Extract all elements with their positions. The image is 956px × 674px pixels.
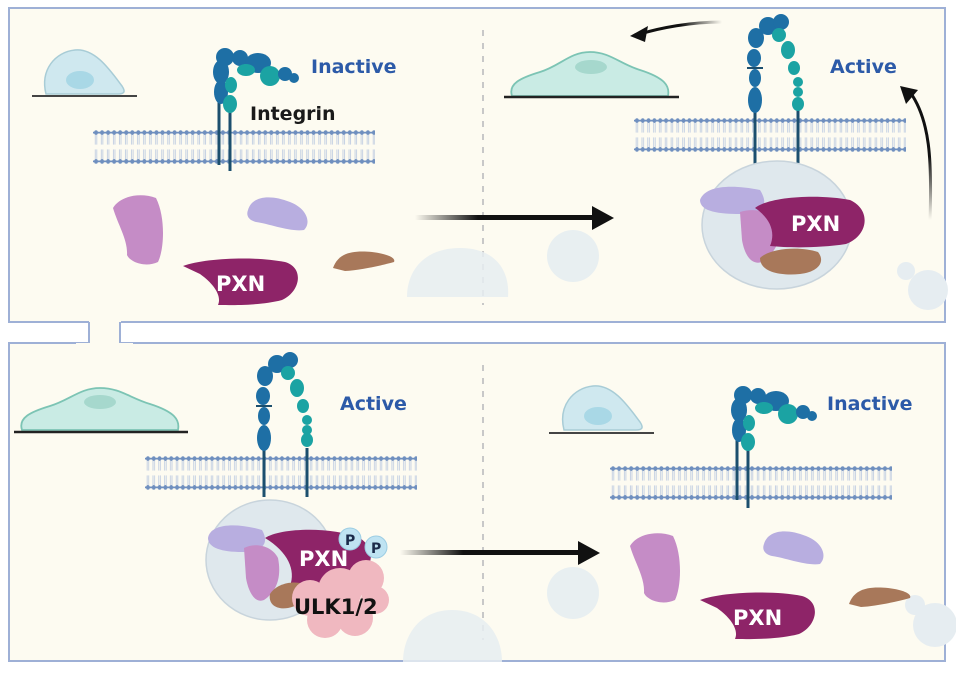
pxn-protein-free: PXN [700, 592, 815, 640]
bubble-icon [547, 230, 599, 282]
pxn-label-top-left: PXN [216, 272, 265, 296]
lavender-protein-icon [763, 531, 824, 565]
bubble-icon [407, 248, 509, 297]
focal-adhesion-complex-phosphorylated: PXN ULK1/2 P P [205, 499, 389, 638]
round-cell-icon [32, 49, 137, 97]
focal-adhesion-complex: PXN [700, 160, 865, 290]
transition-arrow-top [415, 206, 614, 230]
bubble-icon [897, 262, 915, 280]
transition-arrow-bottom [400, 541, 600, 565]
bubble-icon [547, 567, 599, 619]
phospho-group-2: P [364, 535, 388, 559]
cell-membrane [610, 465, 892, 501]
inactive-integrin-icon [213, 48, 299, 171]
migration-arrowhead-icon [630, 26, 648, 42]
purple-protein-icon [113, 195, 163, 265]
recycle-arrow-icon [908, 91, 933, 221]
inactive-integrin-icon [731, 386, 817, 508]
spread-cell-icon [504, 51, 679, 99]
purple-protein-icon [630, 533, 680, 603]
bubble-icon [908, 270, 948, 310]
bubble-icon [913, 603, 956, 647]
state-label-top-left: Inactive [311, 56, 397, 78]
state-label-bottom-left: Active [340, 393, 407, 415]
pxn-label-bottom-right: PXN [733, 606, 782, 630]
bubble-icon [403, 610, 502, 662]
recycle-arrowhead-icon [900, 86, 918, 104]
state-label-bottom-right: Inactive [827, 393, 913, 415]
ulk-label: ULK1/2 [294, 595, 378, 619]
round-cell-icon [549, 385, 654, 434]
phospho-group-1: P [338, 527, 362, 551]
ulk-protein-icon [292, 560, 389, 638]
state-label-top-right: Active [830, 56, 897, 78]
pxn-protein-free: PXN [183, 258, 298, 306]
cell-membrane [145, 455, 417, 491]
bottom-panel: Active PXN ULK1/2 P [8, 342, 956, 662]
lavender-protein-icon [247, 197, 308, 231]
phospho-label-1: P [345, 533, 355, 549]
pxn-label-bottom-left: PXN [299, 547, 348, 571]
pxn-label-top-right: PXN [791, 212, 840, 236]
top-panel: Inactive Integrin PXN [8, 7, 948, 323]
spread-cell-icon [14, 387, 188, 434]
cell-membrane [93, 129, 375, 165]
cell-membrane [634, 117, 906, 153]
brown-protein-icon [333, 251, 395, 271]
phospho-label-2: P [371, 541, 381, 557]
integrin-label: Integrin [250, 103, 336, 125]
brown-protein-icon [849, 587, 911, 607]
active-integrin-icon [747, 14, 804, 165]
active-integrin-icon [256, 352, 313, 497]
